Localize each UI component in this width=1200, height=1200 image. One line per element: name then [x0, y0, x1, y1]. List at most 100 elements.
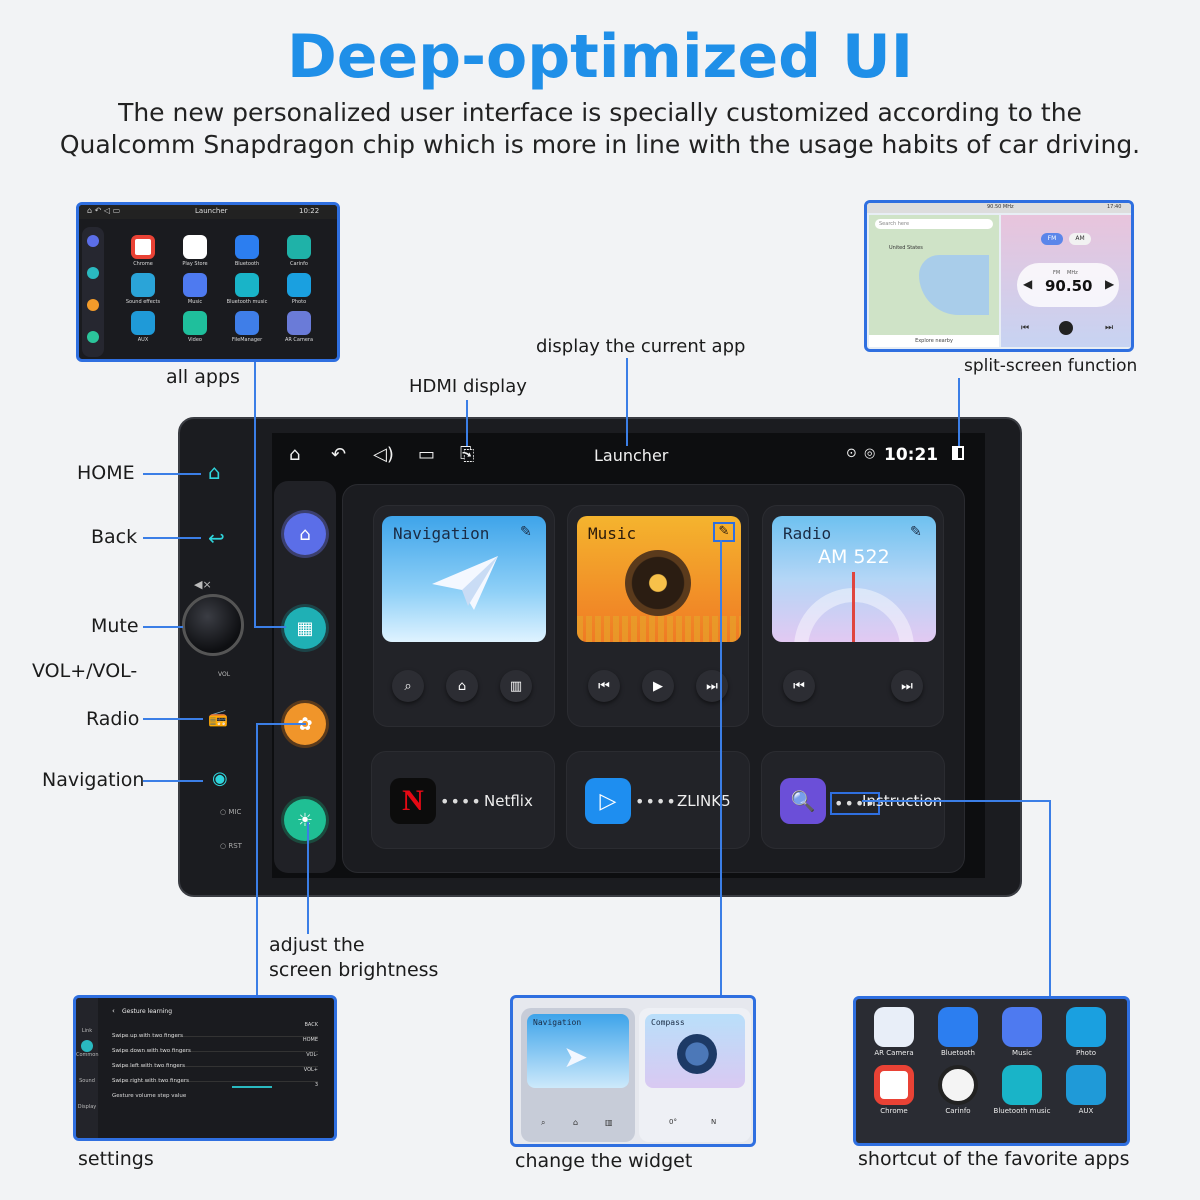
app-chrome[interactable]: Chrome — [117, 235, 169, 267]
search-button[interactable]: ⌕ — [392, 670, 424, 702]
split-screen-preview: 90.50 MHz 17:40 Search here United State… — [864, 200, 1134, 352]
settings-icon[interactable] — [87, 299, 99, 311]
pause-icon[interactable] — [1059, 321, 1073, 335]
split-screen-icon[interactable] — [952, 446, 964, 460]
gulf-water — [919, 255, 989, 315]
music-widget[interactable]: Music ✎ — [577, 516, 741, 642]
edit-icon[interactable]: ✎ — [520, 524, 532, 540]
fav-ar-camera[interactable]: AR Camera — [862, 1007, 926, 1057]
fm-band-button[interactable]: FM — [1041, 233, 1063, 245]
instruction-icon: 🔍 — [780, 778, 826, 824]
all-apps-screen: ⌂ ↶ ◁ ▭ Launcher 10:22 Chrome Play Store… — [76, 202, 340, 362]
rst-button[interactable]: ○ RST — [220, 842, 242, 850]
line-change-widget — [720, 540, 722, 996]
brightness-button[interactable]: ☀ — [284, 799, 326, 841]
home-icon[interactable]: ⌂ — [208, 460, 221, 484]
app-carinfo[interactable]: Carinfo — [273, 235, 325, 267]
back-icon[interactable]: ↩ — [208, 526, 225, 550]
zlink-shortcut[interactable]: ▷ •••• ZLINK5 — [567, 752, 749, 848]
callout-settings: settings — [78, 1148, 154, 1170]
fav-aux[interactable]: AUX — [1054, 1065, 1118, 1115]
navigation-widget[interactable]: Navigation ✎ — [382, 516, 546, 642]
edit-icon[interactable]: ✎ — [713, 522, 735, 542]
line-mute — [143, 626, 183, 628]
navigation-widget-option[interactable]: Navigation ➤ ⌕ ⌂ ▥ — [521, 1008, 635, 1142]
callout-display-current-app: display the current app — [536, 336, 746, 357]
app-photo[interactable]: Photo — [273, 273, 325, 305]
app-aux[interactable]: AUX — [117, 311, 169, 343]
app-bluetooth[interactable]: Bluetooth — [221, 235, 273, 267]
car-icon — [287, 235, 311, 259]
fav-carinfo[interactable]: Carinfo — [926, 1065, 990, 1115]
radio-icon[interactable]: 📻 — [208, 708, 228, 727]
edit-icon[interactable]: ✎ — [910, 524, 922, 540]
app-sound-effects[interactable]: Sound effects — [117, 273, 169, 305]
volume-knob[interactable] — [182, 594, 244, 656]
seek-back-icon[interactable]: ◀ — [1023, 277, 1033, 291]
app-bluetooth-music[interactable]: Bluetooth music — [221, 273, 273, 305]
fav-bluetooth-music[interactable]: Bluetooth music — [990, 1065, 1054, 1115]
fav-photo[interactable]: Photo — [1054, 1007, 1118, 1057]
netflix-icon: N — [390, 778, 436, 824]
play-button[interactable]: ▶ — [642, 670, 674, 702]
seek-forward-icon[interactable]: ▶ — [1105, 277, 1115, 291]
equalizer-bars — [577, 616, 741, 642]
app-play-store[interactable]: Play Store — [169, 235, 221, 267]
back-icon[interactable]: ↶ — [331, 444, 347, 465]
next-icon[interactable]: ⏭ — [1105, 323, 1114, 333]
navigation-icon[interactable]: ◉ — [212, 768, 228, 789]
netflix-shortcut[interactable]: N •••• Netflix — [372, 752, 554, 848]
chrome-icon — [131, 235, 155, 259]
home-button[interactable]: ⌂ — [284, 513, 326, 555]
callout-shortcut: shortcut of the favorite apps — [858, 1148, 1130, 1170]
prev-icon[interactable]: ⏮ — [1021, 323, 1030, 333]
radio-widget[interactable]: Radio ✎ AM 522 — [772, 516, 936, 642]
app-filemanager[interactable]: FileManager — [221, 311, 273, 343]
seek-back-button[interactable]: ⏮ — [783, 670, 815, 702]
home-icon[interactable] — [87, 235, 99, 247]
line-split — [958, 378, 960, 446]
home-icon[interactable]: ⌂ — [289, 444, 301, 465]
instruction-shortcut[interactable]: 🔍 •••• Instruction — [762, 752, 944, 848]
seek-forward-button[interactable]: ⏭ — [891, 670, 923, 702]
app-music[interactable]: Music — [169, 273, 221, 305]
fav-music[interactable]: Music — [990, 1007, 1054, 1057]
mic-label: ○ MIC — [220, 808, 242, 816]
fav-chrome[interactable]: Chrome — [862, 1065, 926, 1115]
line-settings-h — [256, 723, 306, 725]
all-apps-title: Launcher — [195, 207, 228, 215]
hotspot-icon: ◎ — [864, 446, 876, 461]
map-search[interactable]: Search here — [875, 219, 993, 229]
gauge-icon — [938, 1065, 978, 1105]
map-pane[interactable]: Search here United States Explore nearby — [869, 215, 999, 347]
volume-step-slider[interactable] — [232, 1086, 272, 1088]
subtitle-line-1: The new personalized user interface is s… — [118, 98, 1082, 127]
mute-icon[interactable]: ◀× — [194, 578, 212, 591]
fav-bluetooth[interactable]: Bluetooth — [926, 1007, 990, 1057]
settings-back-icon[interactable]: ‹ — [112, 1007, 115, 1015]
recent-apps-icon[interactable]: ▭ — [418, 444, 436, 465]
all-apps-button[interactable]: ▦ — [284, 607, 326, 649]
compass-widget-option[interactable]: Compass 0° N — [639, 1008, 751, 1142]
camera-icon — [287, 311, 311, 335]
home-nav-button[interactable]: ⌂ — [446, 670, 478, 702]
line-all-apps-v — [254, 362, 256, 626]
line-hdmi — [466, 400, 468, 446]
app-ar-camera[interactable]: AR Camera — [273, 311, 325, 343]
volume-icon[interactable]: ◁) — [373, 444, 394, 465]
line-home — [143, 473, 201, 475]
office-button[interactable]: ▥ — [500, 670, 532, 702]
am-band-button[interactable]: AM — [1069, 233, 1091, 245]
next-track-button[interactable]: ⏭ — [696, 670, 728, 702]
prev-track-button[interactable]: ⏮ — [588, 670, 620, 702]
brightness-icon[interactable] — [87, 331, 99, 343]
apps-icon[interactable] — [87, 267, 99, 279]
apps-icon: ▦ — [296, 617, 314, 639]
app-video[interactable]: Video — [169, 311, 221, 343]
common-icon[interactable] — [81, 1040, 93, 1052]
hdmi-icon[interactable]: ⎘ — [460, 444, 475, 465]
